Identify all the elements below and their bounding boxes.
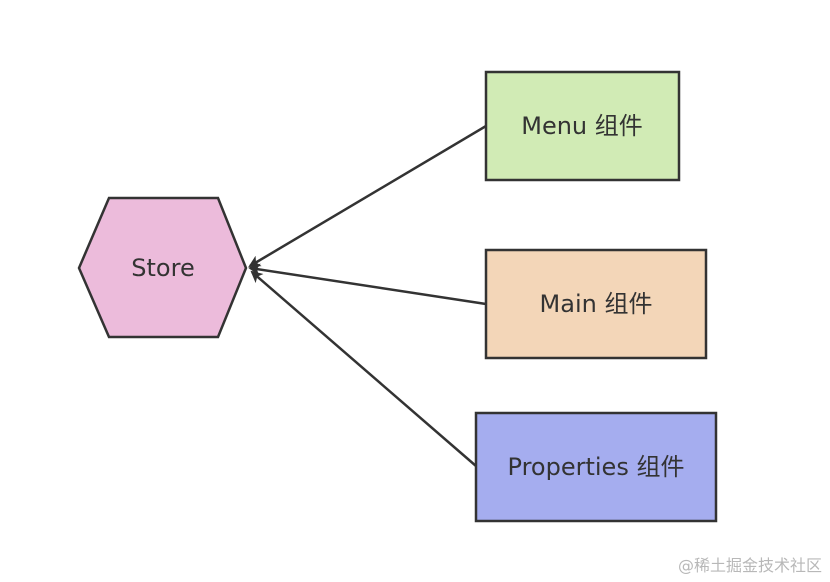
node-main[interactable]: Main 组件 bbox=[484, 248, 708, 360]
node-properties[interactable]: Properties 组件 bbox=[474, 411, 718, 523]
edges bbox=[248, 124, 487, 467]
menu-label: Menu 组件 bbox=[521, 112, 643, 140]
node-store[interactable]: Store bbox=[77, 196, 248, 339]
store-hexagon-shape bbox=[77, 196, 248, 339]
store-label: Store bbox=[131, 254, 194, 282]
menu-box-shape bbox=[484, 70, 681, 182]
edge-menu-to-store bbox=[248, 124, 487, 268]
properties-box-shape bbox=[474, 411, 718, 523]
watermark-text: @稀土掘金技术社区 bbox=[677, 556, 822, 575]
edge-main-to-store bbox=[248, 263, 487, 306]
properties-label: Properties 组件 bbox=[508, 453, 685, 481]
node-menu[interactable]: Menu 组件 bbox=[484, 70, 681, 182]
main-box-shape bbox=[484, 248, 708, 360]
main-label: Main 组件 bbox=[540, 290, 653, 318]
edge-properties-to-store bbox=[250, 270, 477, 467]
